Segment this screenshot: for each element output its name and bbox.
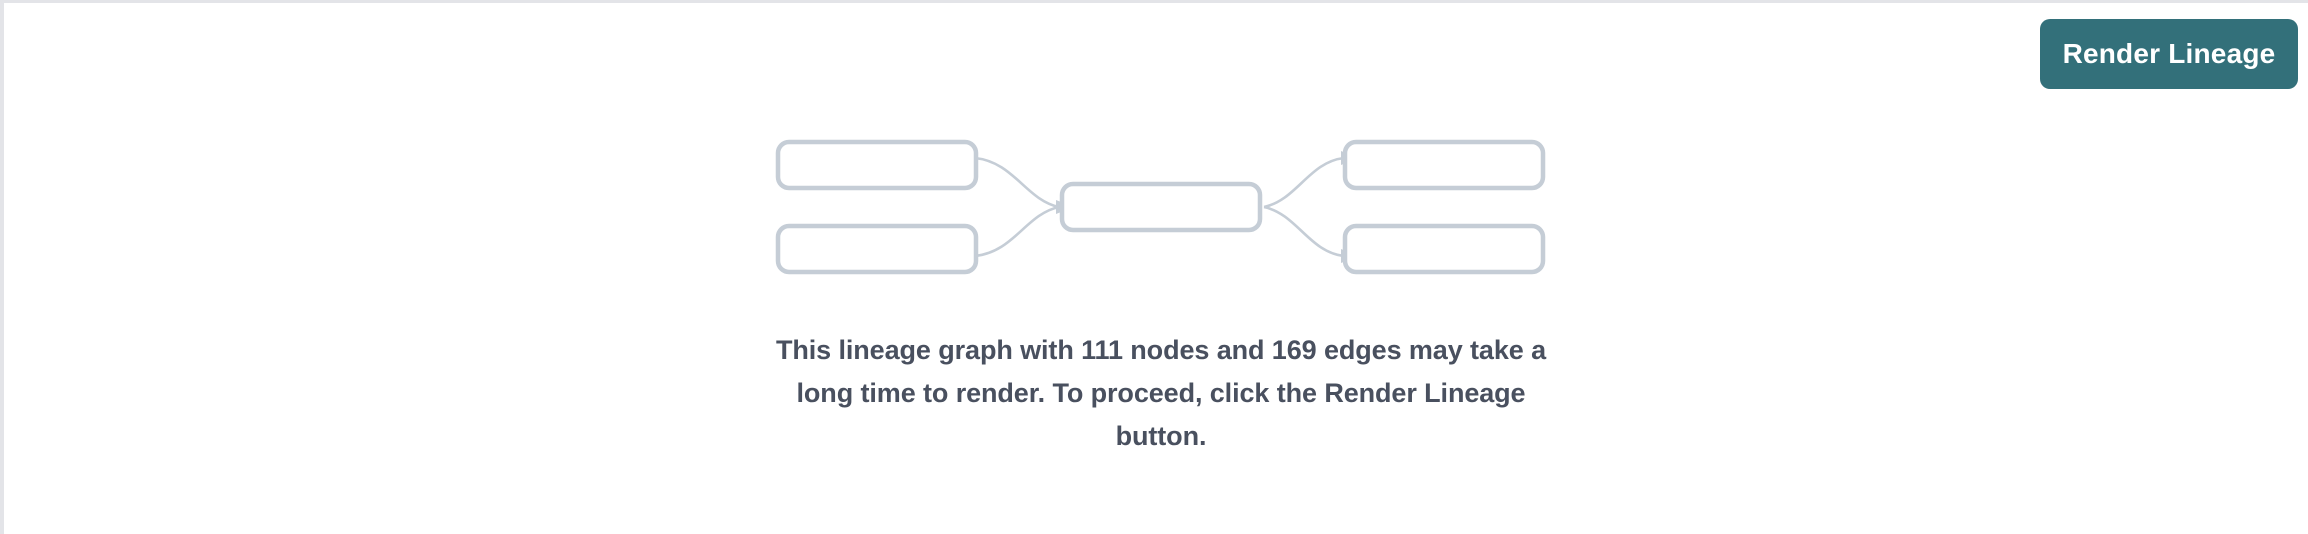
edge-center-to-upper-right — [1263, 156, 1345, 209]
edge-center-to-lower-right — [1263, 205, 1345, 258]
edge-upper-left-to-center — [974, 156, 1060, 209]
edge-lower-left-to-center — [974, 205, 1060, 258]
render-lineage-button[interactable]: Render Lineage — [2040, 19, 2298, 89]
placeholder-node-lower-right — [1342, 223, 1546, 275]
placeholder-node-center — [1059, 181, 1263, 233]
lineage-warning-message: This lineage graph with 111 nodes and 16… — [775, 335, 1546, 451]
placeholder-node-upper-left — [775, 139, 979, 191]
placeholder-node-lower-left — [775, 223, 979, 275]
placeholder-node-upper-right — [1342, 139, 1546, 191]
lineage-graph-placeholder-illustration — [764, 128, 1564, 288]
